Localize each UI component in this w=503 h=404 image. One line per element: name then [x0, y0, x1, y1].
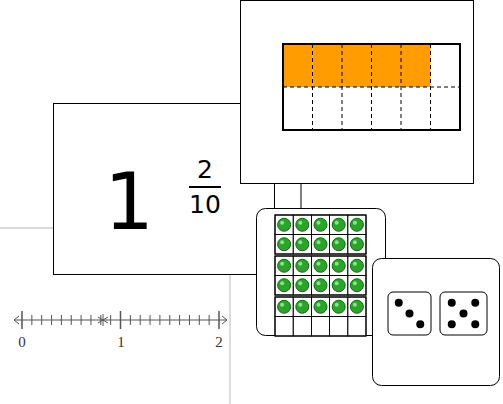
numerator: 2 [197, 157, 213, 182]
fraction-bar [189, 186, 221, 188]
tape-card [241, 1, 474, 184]
dice-card [373, 259, 500, 386]
number-line [14, 311, 227, 329]
whole-number: 1 [104, 163, 154, 241]
ten-frame-card [257, 209, 386, 337]
tick-label: 1 [117, 335, 125, 350]
denominator: 10 [189, 192, 221, 217]
leader-line [301, 183, 302, 209]
tick-label: 2 [215, 335, 223, 350]
tick-label: 0 [18, 335, 26, 350]
mixed-number-card: 1 2 10 [53, 103, 275, 275]
star-mark [98, 314, 108, 326]
